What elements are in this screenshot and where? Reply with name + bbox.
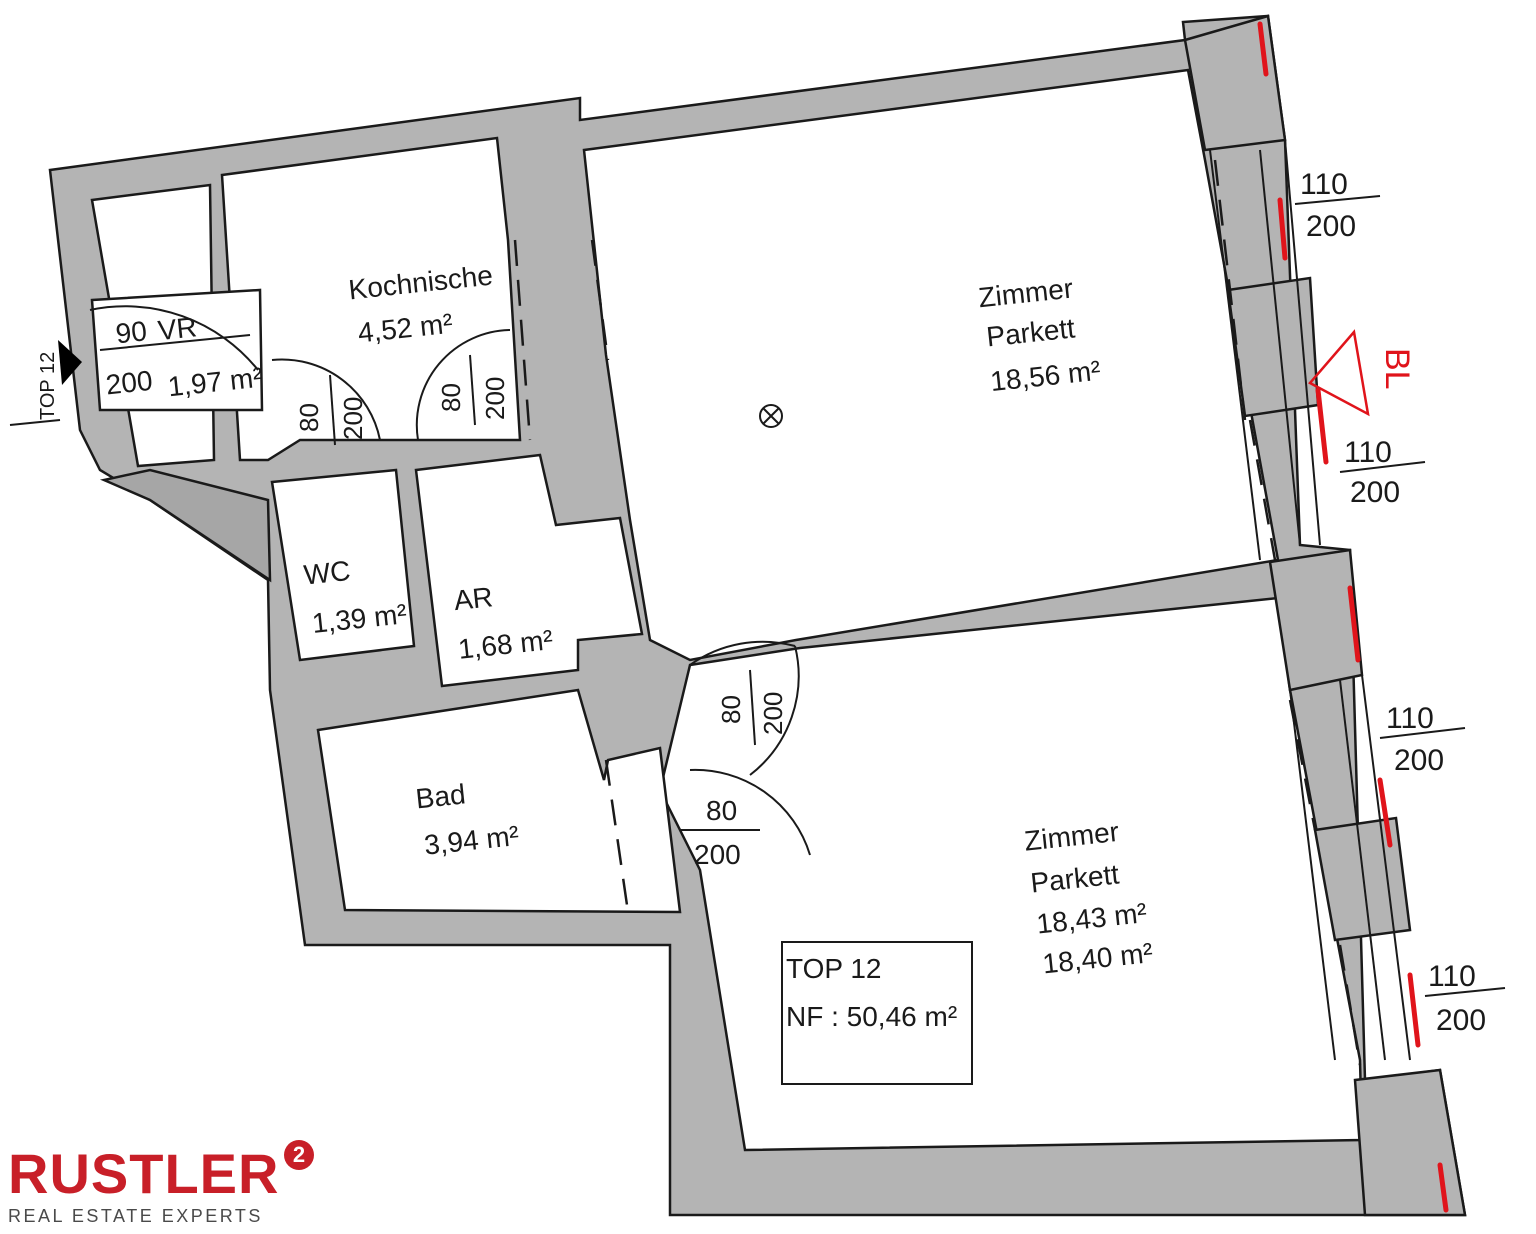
window-4-height: 200 xyxy=(1436,1004,1486,1037)
kochnische-room xyxy=(220,136,522,462)
window-2-height: 200 xyxy=(1350,476,1400,509)
brand-badge: 2 xyxy=(284,1140,314,1170)
door-entry-width: 90 xyxy=(114,315,148,349)
wc-name: WC xyxy=(302,555,352,591)
entrance-label: TOP 12 xyxy=(37,352,59,420)
zimmer2-room xyxy=(658,596,1364,1152)
brand-logo: RUSTLER 2 REAL ESTATE EXPERTS xyxy=(8,1140,314,1227)
door-zimmer-divider xyxy=(749,669,756,746)
window-pier-2 xyxy=(1226,276,1320,418)
door-swings xyxy=(89,305,811,856)
balcony-mark: BL xyxy=(1378,348,1416,390)
door-zimmer-height: 200 xyxy=(758,692,788,735)
ar-room xyxy=(414,453,644,688)
door-entry-divider xyxy=(99,334,251,351)
shaft xyxy=(99,468,272,583)
red-marks xyxy=(1257,21,1449,1213)
door-wc-width: 80 xyxy=(294,403,324,432)
summary-unit: TOP 12 xyxy=(786,953,881,984)
window-dashes xyxy=(513,159,1362,1066)
window-3-width: 110 xyxy=(1386,702,1434,735)
door-wc-divider xyxy=(329,374,336,446)
balcony-triangle-icon xyxy=(1308,329,1370,417)
window-4-dims: 110 200 xyxy=(1424,960,1506,1037)
window-pier-4 xyxy=(1313,816,1412,942)
window-1-width: 110 xyxy=(1300,168,1348,201)
window-frames xyxy=(1209,139,1411,1061)
window-3-height: 200 xyxy=(1394,744,1444,777)
door-ar-height: 200 xyxy=(480,377,510,420)
vr-room xyxy=(90,288,264,412)
entrance-line xyxy=(9,419,61,426)
window-pier-5 xyxy=(1353,1068,1467,1217)
window-1-dims: 110 200 xyxy=(1294,168,1381,243)
window-1-height: 200 xyxy=(1306,210,1356,243)
summary-box xyxy=(781,941,973,1085)
ceiling-light-icon xyxy=(759,404,783,428)
summary-nf: NF : 50,46 m² xyxy=(786,1001,957,1032)
window-2-dims: 110 200 xyxy=(1339,436,1426,509)
door-zimmer-width: 80 xyxy=(716,695,746,724)
entrance-arrow-icon xyxy=(58,340,82,385)
bad-name: Bad xyxy=(414,778,467,814)
window-4-width: 110 xyxy=(1428,960,1476,993)
brand-name: RUSTLER xyxy=(8,1142,280,1205)
door-bad-width: 80 xyxy=(706,795,737,826)
door-entry-height: 200 xyxy=(104,365,154,401)
wc-room xyxy=(270,468,416,662)
window-3-dims: 110 200 xyxy=(1379,702,1466,777)
zimmer1-room xyxy=(582,68,1280,662)
window-2-width: 110 xyxy=(1344,436,1392,469)
door-ar-divider xyxy=(469,354,476,426)
door-ar-width: 80 xyxy=(436,383,466,412)
door-wc-height: 200 xyxy=(338,397,368,440)
ar-name: AR xyxy=(452,581,494,616)
bad-room xyxy=(316,688,682,914)
door-bad-height: 200 xyxy=(694,839,741,870)
brand-tagline: REAL ESTATE EXPERTS xyxy=(8,1206,263,1226)
